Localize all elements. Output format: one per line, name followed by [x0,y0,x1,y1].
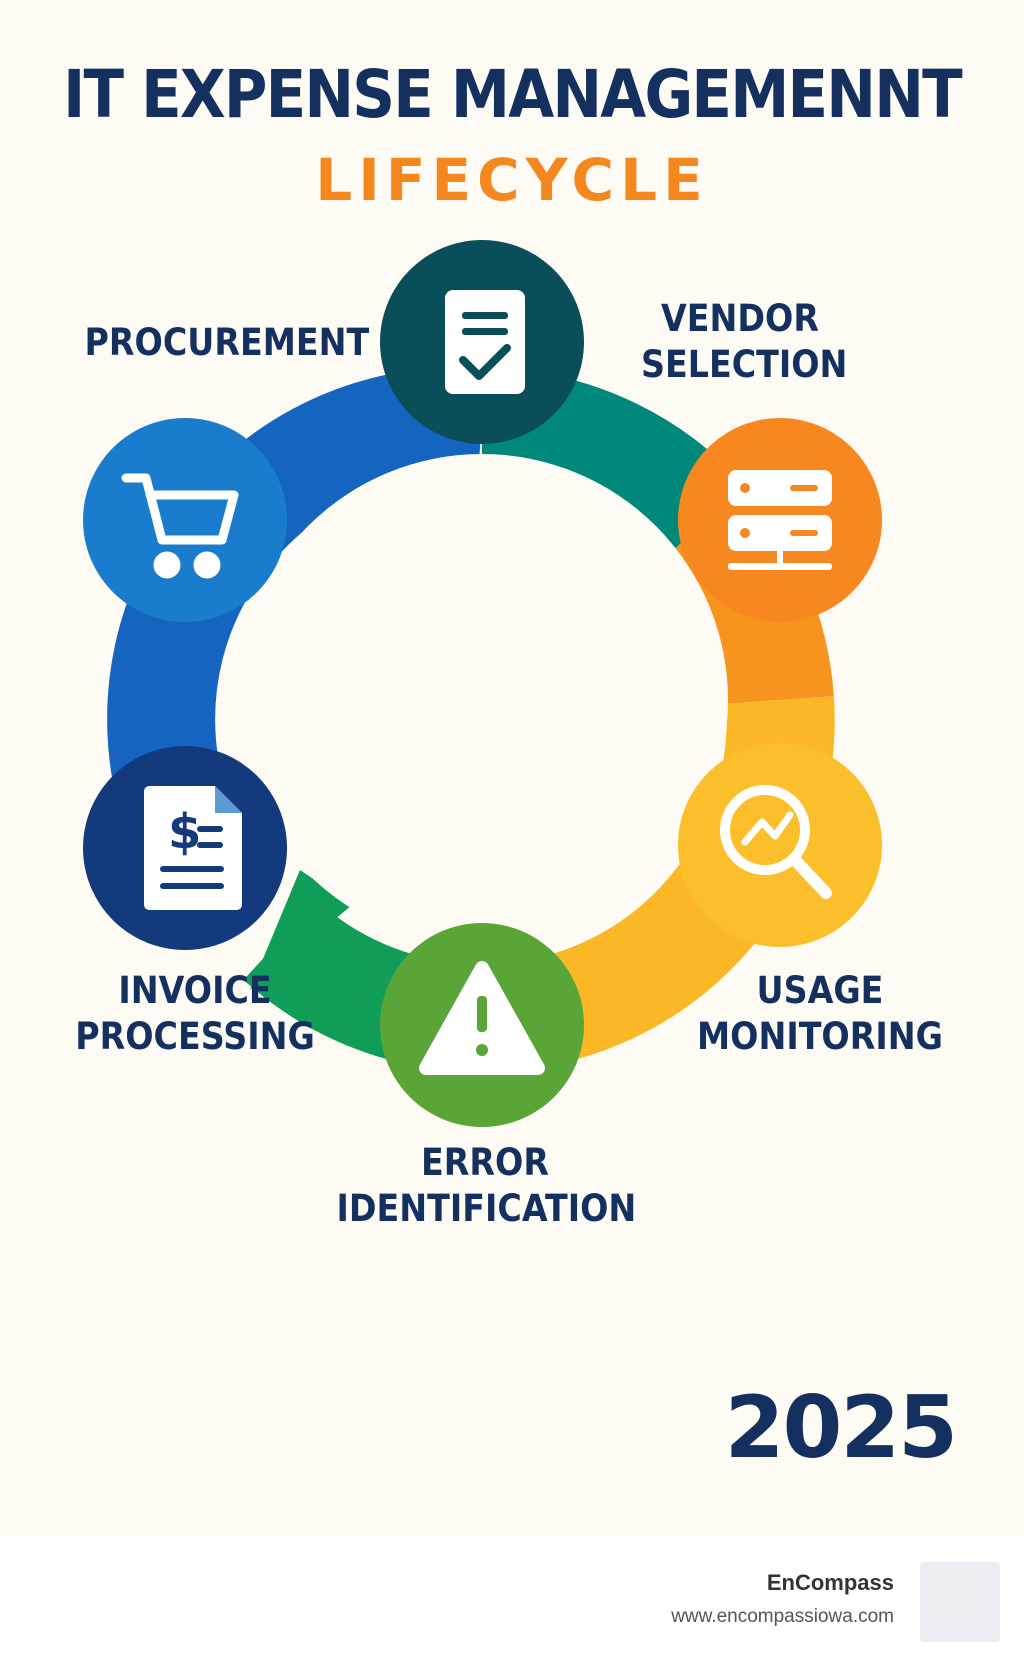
checklist-document-icon [445,290,525,394]
server-icon [728,470,832,570]
page-title: IT EXPENSE MANAGEMENNT [63,56,962,133]
year-label: 2025 [724,1378,958,1478]
label-error-identification: ERROR IDENTIFICATION [336,1141,637,1230]
magnifier-chart-icon [720,785,832,899]
shopping-cart-icon [121,473,239,579]
label-usage-monitoring: USAGE MONITORING [697,969,943,1058]
svg-text:$: $ [168,804,201,860]
invoice-dollar-icon: $ [144,786,242,910]
brand-block: EnCompass www.encompassiowa.com [671,1570,894,1628]
node-usage-monitoring [678,743,882,947]
label-invoice-processing: INVOICE PROCESSING [75,969,315,1058]
arrowhead-green [250,870,352,990]
node-error-identification [380,923,584,1127]
node-invoice-processing: $ [83,746,287,950]
label-procurement: PROCUREMENT [84,321,370,364]
node-server [678,418,882,622]
brand-url[interactable]: www.encompassiowa.com [671,1606,894,1627]
page-subtitle: LIFECYCLE [315,146,709,214]
node-procurement [83,418,287,622]
lifecycle-diagram: $ [83,240,882,1127]
ring-center [236,454,728,946]
node-checklist [380,240,584,444]
label-vendor-selection: VENDOR SELECTION [641,297,848,386]
warning-icon [419,961,545,1075]
brand-logo [920,1562,1000,1642]
brand-name: EnCompass [766,1570,894,1595]
footer: EnCompass www.encompassiowa.com [0,1536,1024,1666]
